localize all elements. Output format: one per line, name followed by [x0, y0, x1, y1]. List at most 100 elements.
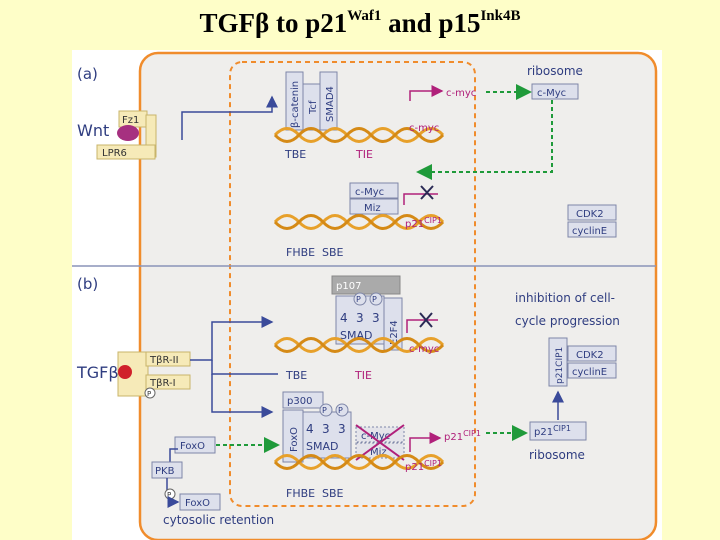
dna-helix-b1	[273, 337, 445, 353]
cmyc-protein-label: c-Myc	[537, 88, 566, 99]
crossed-out-icon	[355, 424, 405, 461]
smad-lower-phospho-1	[319, 403, 333, 417]
smad-lower-p2: P	[338, 406, 343, 415]
foxo-top-label: FoxO	[180, 441, 205, 452]
fhbe-label-b: FHBE	[286, 487, 315, 500]
p107-label: p107	[336, 281, 361, 292]
cmyc-crossed-box	[355, 426, 405, 443]
smad-lower-3b: 3	[338, 422, 346, 436]
pkb-label: PKB	[155, 466, 175, 477]
fhbe-label-a: FHBE	[286, 246, 315, 259]
cmyc-transcription-arrow	[409, 85, 444, 101]
fz1-label: Fz1	[122, 115, 139, 126]
cmyc-crossed-label: c-Myc	[361, 431, 390, 442]
panel-a-label: (a)	[77, 65, 98, 83]
cmyc-import-arrow	[416, 100, 553, 180]
smad-upper-3b: 3	[372, 311, 380, 325]
smad-lower-label: SMAD	[306, 440, 338, 453]
wnt-label: Wnt	[77, 121, 109, 140]
tbr1-label: TβR-I	[149, 378, 176, 389]
pkb-foxo-arrow	[167, 496, 180, 508]
smad-upper-phospho-2	[369, 292, 383, 306]
miz-label: Miz	[364, 203, 381, 214]
cmyc-gene-label-a: c-myc	[409, 123, 439, 134]
cycline-label-a: cyclinE	[572, 226, 607, 237]
nucleus-outline	[229, 61, 476, 507]
smad-upper-p2: P	[372, 295, 377, 304]
tbr1-box	[145, 374, 191, 390]
inhibition-line2: cycle progression	[515, 314, 620, 328]
wnt-ligand	[117, 125, 139, 141]
p300-box	[282, 391, 324, 409]
wnt-signal-arrow	[181, 95, 278, 140]
tgfb-signal-arrow-lower	[211, 374, 274, 418]
cmyc-protein-box	[531, 83, 579, 100]
cell-outline	[138, 51, 658, 540]
foxo-bottom-box	[179, 493, 221, 511]
dna-helix-a1	[273, 127, 445, 143]
cdk2-box-b	[567, 345, 617, 362]
p300-label: p300	[287, 396, 312, 407]
p21-gene-label-b: p21CIP1	[405, 459, 442, 473]
tbe-label-b: TBE	[285, 369, 307, 382]
tgfb-label: TGFβ	[76, 363, 119, 382]
miz-box	[349, 198, 399, 215]
smad4-label: SMAD4	[325, 86, 336, 122]
p21-gene-label-a: p21CIP1	[405, 216, 442, 230]
lpr6-label: LPR6	[102, 148, 127, 159]
phospho-circle-receptor	[144, 387, 156, 399]
block-x-icon-a	[420, 185, 434, 200]
tgfb-signal-arrow-upper	[190, 316, 274, 361]
cmyc-mrna-label: c-myc	[446, 88, 476, 99]
slide-title: TGFβ to p21Waf1 and p15Ink4B	[199, 8, 521, 38]
e2f4-label: E2F4	[389, 320, 400, 345]
smad-lower-4: 4	[306, 422, 314, 436]
inhibition-line1: inhibition of cell-	[515, 291, 615, 305]
dna-helix-a2	[273, 214, 445, 230]
tie-label-b: TIE	[354, 369, 372, 382]
smad-upper-p1: P	[356, 295, 361, 304]
smad-upper-4: 4	[340, 311, 348, 325]
ribosome-label-b: ribosome	[529, 448, 585, 462]
sbe-label-a: SBE	[322, 246, 344, 259]
cmyc-box	[349, 182, 399, 199]
tcf-label: Tcf	[308, 100, 319, 115]
cdk2-label-a: CDK2	[576, 209, 604, 220]
foxo-top-box	[174, 436, 216, 454]
phospho-label-foxo: P	[167, 491, 171, 499]
p21-protein-box	[529, 421, 587, 441]
smad-lower-3a: 3	[322, 422, 330, 436]
lpr6-receptor	[96, 144, 156, 160]
cmyc-blocked-arrow-b	[406, 319, 438, 333]
p21-protein-label: p21CIP1	[534, 424, 571, 438]
p21-mrna-label: p21CIP1	[444, 429, 481, 443]
foxo-bottom-label: FoxO	[185, 498, 210, 509]
cycline-box-a	[567, 221, 617, 238]
p21-transcription-arrow	[409, 432, 442, 452]
tgfb-ligand	[118, 365, 132, 379]
phospho-label-receptor: P	[147, 390, 151, 398]
smad-upper-phospho-1	[353, 292, 367, 306]
smad-upper-3a: 3	[356, 311, 364, 325]
cmyc-gene-label-b: c-myc	[409, 344, 439, 355]
cdk2-box-a	[567, 204, 617, 221]
foxo-vertical-label: FoxO	[289, 427, 300, 452]
tbr2-box	[145, 351, 191, 367]
panel-b-label: (b)	[77, 275, 98, 293]
p21-vertical-box	[548, 337, 568, 387]
e2f4-box	[383, 297, 403, 351]
bcatenin-label: β-catenin	[290, 81, 301, 128]
p107-box	[331, 275, 401, 295]
cdk2-label-b: CDK2	[576, 350, 604, 361]
miz-crossed-label: Miz	[370, 447, 387, 458]
sbe-label-b: SBE	[322, 487, 344, 500]
cytosolic-retention-label: cytosolic retention	[163, 513, 274, 527]
dna-helix-b2	[273, 454, 445, 470]
block-x-icon-b	[419, 312, 433, 328]
cmyc-box-label: c-Myc	[355, 187, 384, 198]
cycline-box-b	[567, 362, 617, 379]
ribosome-label-a: ribosome	[527, 64, 583, 78]
smad-lower-p1: P	[322, 406, 327, 415]
